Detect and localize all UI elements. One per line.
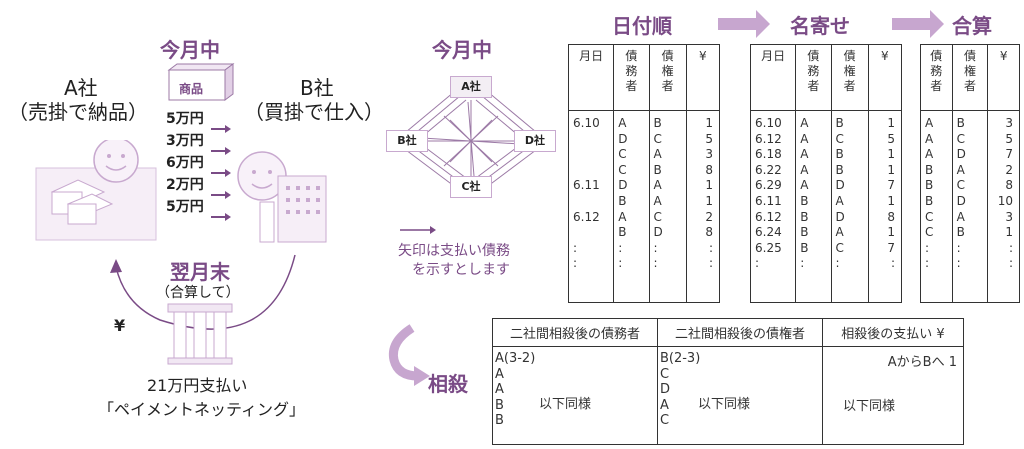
date-column: 6.10 6.12 6.18 6.22 6.29 6.11 6.12 6.24 … — [749, 110, 797, 303]
stage-arrow-icon — [892, 10, 944, 38]
payment-netting-text: 「ペイメントネッティング」 — [98, 400, 306, 419]
company-b-label: B社 — [300, 76, 334, 100]
creditor-column: B C D A C D A B : : — [951, 110, 989, 303]
company-a-figure-icon — [35, 140, 157, 241]
transaction-item: 5万円 — [166, 196, 246, 221]
amount-column: 1 5 1 1 7 1 8 1 7 : — [867, 110, 903, 303]
debtor-column: A D C C D B A B : : — [613, 110, 650, 303]
same-below-text: 以下同様 — [539, 397, 592, 412]
transaction-item: 5万円 — [166, 108, 246, 133]
month-end-title: 翌月末 — [170, 260, 230, 284]
four-company-network — [405, 91, 537, 187]
center-title: 今月中 — [432, 38, 492, 62]
stage-name-sort: 名寄せ — [790, 14, 850, 38]
netting-debtor-header: 二社間相殺後の債務者 — [492, 318, 658, 347]
amount-column: 1 5 3 8 1 1 2 8 : : — [685, 110, 721, 303]
bank-building-icon — [167, 303, 233, 365]
transaction-item: 6万円 — [166, 152, 246, 177]
name-sort-table: 月日 債 務 者 債 権 者 ¥ 6.10 6.12 6.18 6.22 6.2… — [749, 44, 903, 303]
creditor-column: B C A B A A C D : : — [648, 110, 687, 303]
legend-arrow-icon — [400, 226, 436, 234]
goods-box-label: 商品 — [179, 82, 204, 96]
payment-text: 21万円支払い — [147, 376, 248, 395]
node-a: A社 — [450, 76, 492, 98]
left-title: 今月中 — [160, 38, 220, 62]
stage-date-order: 日付順 — [612, 14, 672, 38]
netting-result-table: 二社間相殺後の債務者 二社間相殺後の債権者 相殺後の支払い ¥ A(3-2) A… — [492, 318, 965, 445]
transaction-list: 5万円 3万円 6万円 2万円 5万円 — [166, 108, 246, 221]
stage-arrow-icon — [718, 10, 770, 38]
netting-creditor-list: B(2-3) C D A C — [659, 351, 701, 429]
debtor-column: A A A A A B B B B : — [795, 110, 832, 303]
node-c: C社 — [450, 176, 492, 198]
company-b-figure-icon — [237, 151, 327, 243]
month-end-sub: （合算して） — [156, 285, 240, 301]
company-b-sub: （買掛で仕入） — [244, 100, 384, 124]
legend-note-1: 矢印は支払い債務 — [398, 243, 510, 259]
sum-table: 債 務 者 債 権 者 ¥ A A A B B B C C : : B C D … — [920, 44, 1020, 303]
netting-payment-header: 相殺後の支払い ¥ — [821, 318, 965, 347]
netting-label: 相殺 — [428, 372, 468, 396]
same-below-text: 以下同様 — [697, 397, 750, 412]
same-below-text: 以下同様 — [842, 399, 895, 414]
yen-symbol: ¥ — [114, 316, 126, 335]
netting-curve-arrow-icon — [388, 324, 430, 386]
company-a-sub: （売掛で納品） — [8, 100, 148, 124]
transaction-item: 3万円 — [166, 130, 246, 155]
creditor-column: B C B B D A D A C : — [830, 110, 869, 303]
goods-box-icon — [165, 62, 235, 101]
company-a-label: A社 — [64, 76, 98, 100]
transaction-item: 2万円 — [166, 174, 246, 199]
date-order-table: 月日 債 務 者 債 権 者 ¥ 6.10 6.11 6.12 : : A D … — [567, 44, 721, 303]
legend-note-2: を示すとします — [412, 262, 510, 278]
amount-column: 3 5 7 2 8 10 3 1 : : — [987, 110, 1020, 303]
netting-creditor-header: 二社間相殺後の債権者 — [656, 318, 823, 347]
netting-payment-value: AからBへ 1 — [887, 355, 957, 370]
node-d: D社 — [514, 130, 556, 152]
debtor-column: A A A B B B C C : : — [920, 110, 953, 303]
date-column: 6.10 6.11 6.12 : : — [567, 110, 615, 303]
node-b: B社 — [386, 130, 428, 152]
stage-sum: 合算 — [952, 14, 992, 38]
netting-debtor-list: A(3-2) A A B B — [495, 351, 536, 429]
